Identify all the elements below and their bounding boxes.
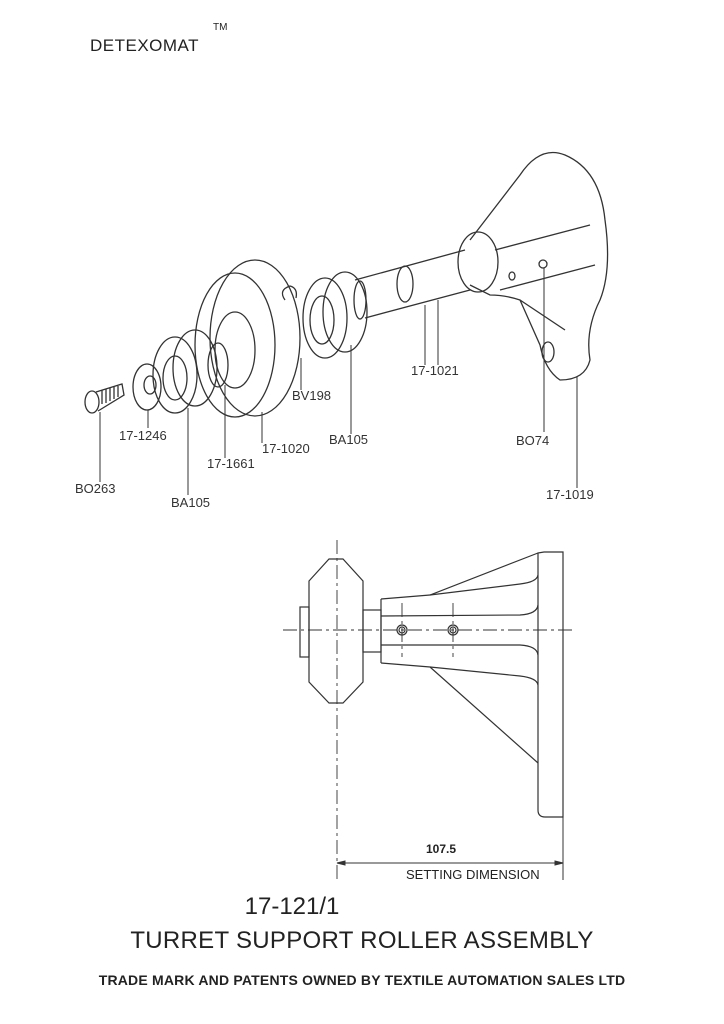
callout-roller: 17-1020 — [262, 441, 310, 456]
callout-washer: 17-1246 — [119, 428, 167, 443]
brand-name: DETEXOMAT — [90, 36, 200, 55]
dimension-value: 107.5 — [426, 842, 457, 856]
callout-shaft: 17-1021 — [411, 363, 459, 378]
bearing-right-drawing — [302, 271, 368, 359]
dimension-label: SETTING DIMENSION — [406, 867, 540, 882]
part-number: 17-121/1 — [0, 893, 724, 921]
circlip-drawing — [281, 285, 298, 301]
dimension-line — [336, 817, 564, 880]
callout-bracket: 17-1019 — [546, 487, 594, 502]
shaft-profile — [362, 609, 382, 653]
washer-drawing — [132, 363, 162, 411]
screw-drawing — [84, 383, 125, 414]
drawing-title: TURRET SUPPORT ROLLER ASSEMBLY — [130, 927, 594, 954]
callout-circlip: BV198 — [292, 388, 332, 403]
callout-bolt: BO74 — [516, 433, 550, 448]
hub-profile — [299, 606, 310, 658]
shaft-drawing — [353, 249, 471, 320]
bracket-drawing — [457, 151, 609, 381]
spacer-drawing — [207, 342, 229, 388]
callout-bearing-right: BA105 — [329, 432, 369, 447]
leader-lines — [99, 268, 578, 495]
roller-profile — [308, 558, 364, 704]
part-number-text: 17-121/1 — [244, 893, 340, 920]
trademark-notice: TRADE MARK AND PATENTS OWNED BY TEXTILE … — [98, 972, 626, 988]
callout-screw: BO263 — [75, 481, 116, 496]
callout-bearing-left: BA105 — [171, 495, 211, 510]
trademark-symbol: TM — [213, 22, 228, 33]
centerlines — [283, 540, 575, 880]
roller-drawing — [194, 259, 301, 418]
bracket-profile — [380, 551, 564, 818]
callout-spacer: 17-1661 — [207, 456, 255, 471]
bearing-left-drawing — [152, 329, 218, 414]
